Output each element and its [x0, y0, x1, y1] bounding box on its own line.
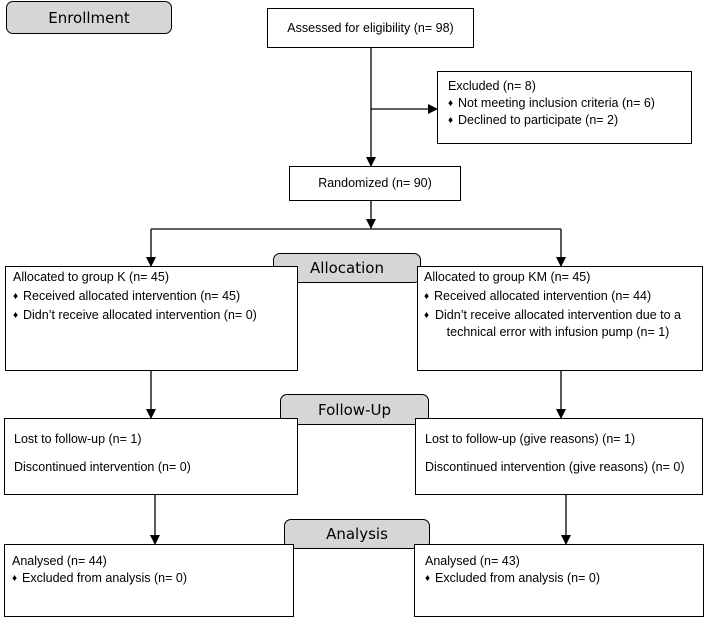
randomized-text: Randomized (n= 90): [318, 176, 432, 190]
group-k-allocation-title: Allocated to group K (n= 45): [13, 270, 169, 284]
diamond-bullet-icon: ♦: [424, 310, 430, 321]
stage-follow-up: Follow-Up: [280, 394, 429, 425]
group-k-allocation-item-text: Received allocated intervention (n= 45): [23, 289, 241, 303]
group-km-allocation-title: Allocated to group KM (n= 45): [424, 270, 591, 284]
group-km-analysis-item: ♦ Excluded from analysis (n= 0): [425, 570, 703, 587]
group-k-allocation-item-text: Didn’t receive allocated intervention (n…: [23, 308, 257, 322]
diamond-bullet-icon: ♦: [13, 310, 19, 321]
stage-analysis: Analysis: [284, 519, 430, 549]
excluded-item: ♦ Declined to participate (n= 2): [448, 112, 691, 129]
diamond-bullet-icon: ♦: [424, 291, 430, 302]
stage-enrollment: Enrollment: [6, 1, 172, 34]
excluded-item-text: Declined to participate (n= 2): [458, 113, 619, 127]
group-k-analysis-item-text: Excluded from analysis (n= 0): [22, 571, 188, 585]
diamond-bullet-icon: ♦: [425, 573, 431, 584]
diamond-bullet-icon: ♦: [13, 291, 19, 302]
group-km-allocation-item: ♦ Received allocated intervention (n= 44…: [424, 288, 702, 305]
group-km-analysis-item-text: Excluded from analysis (n= 0): [435, 571, 601, 585]
excluded-item-text: Not meeting inclusion criteria (n= 6): [458, 96, 655, 110]
diamond-bullet-icon: ♦: [12, 573, 18, 584]
group-km-allocation-item-text: Didn’t receive allocated intervention du…: [435, 308, 681, 339]
group-k-analysed: Analysed (n= 44): [12, 554, 107, 568]
group-k-allocation-item: ♦ Received allocated intervention (n= 45…: [13, 288, 297, 305]
group-k-discontinued: Discontinued intervention (n= 0): [14, 460, 191, 474]
group-km-analysed: Analysed (n= 43): [425, 554, 520, 568]
assessed-box: Assessed for eligibility (n= 98): [267, 8, 474, 48]
group-k-analysis-box: Analysed (n= 44) ♦ Excluded from analysi…: [4, 544, 294, 617]
group-km-allocation-item-text: Received allocated intervention (n= 44): [434, 289, 652, 303]
diamond-bullet-icon: ♦: [448, 98, 454, 109]
diamond-bullet-icon: ♦: [448, 115, 454, 126]
group-km-follow-up-box: Lost to follow-up (give reasons) (n= 1) …: [415, 418, 703, 495]
excluded-item: ♦ Not meeting inclusion criteria (n= 6): [448, 95, 691, 112]
assessed-text: Assessed for eligibility (n= 98): [287, 20, 454, 35]
group-km-allocation-item: ♦ Didn’t receive allocated intervention …: [424, 307, 702, 341]
group-k-allocation-box: Allocated to group K (n= 45) ♦ Received …: [5, 266, 298, 371]
group-k-allocation-item: ♦ Didn’t receive allocated intervention …: [13, 307, 297, 324]
group-km-lost-to-follow-up: Lost to follow-up (give reasons) (n= 1): [425, 432, 636, 446]
group-k-lost-to-follow-up: Lost to follow-up (n= 1): [14, 432, 142, 446]
randomized-box: Randomized (n= 90): [289, 166, 461, 201]
excluded-title: Excluded (n= 8): [448, 79, 536, 93]
group-km-allocation-box: Allocated to group KM (n= 45) ♦ Received…: [417, 266, 703, 371]
group-km-discontinued: Discontinued intervention (give reasons)…: [425, 460, 685, 474]
group-k-analysis-item: ♦ Excluded from analysis (n= 0): [12, 570, 293, 587]
excluded-box: Excluded (n= 8) ♦ Not meeting inclusion …: [437, 71, 692, 144]
group-k-follow-up-box: Lost to follow-up (n= 1) Discontinued in…: [4, 418, 298, 495]
group-km-analysis-box: Analysed (n= 43) ♦ Excluded from analysi…: [414, 544, 704, 617]
